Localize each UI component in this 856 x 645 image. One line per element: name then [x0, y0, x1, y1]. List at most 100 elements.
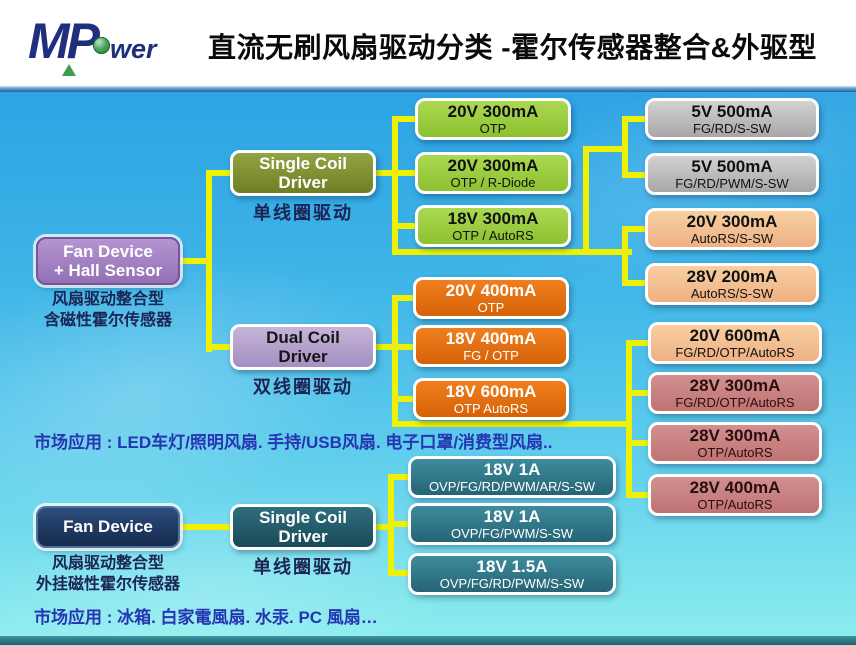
root-caption-line1: 风扇驱动整合型 — [51, 555, 164, 572]
driver-box-single-coil-bottom: Single Coil Driver — [230, 504, 376, 550]
driver-line2: Driver — [278, 173, 328, 192]
part-box-orange-3: 18V 600mA OTP AutoRS — [413, 378, 569, 420]
connector-line — [626, 340, 648, 346]
variant-box-peach-2: 28V 200mA AutoRS/S-SW — [645, 263, 819, 305]
part-title: 28V 300mA — [689, 375, 781, 395]
part-box-green-2: 20V 300mA OTP / R-Diode — [415, 152, 571, 194]
connector-line — [626, 440, 648, 446]
part-title: 5V 500mA — [691, 101, 773, 121]
part-sub: OVP/FG/RD/PWM/AR/S-SW — [428, 478, 596, 494]
connector-line — [392, 344, 413, 350]
part-title: 18V 1A — [483, 506, 541, 526]
driver-line1: Single Coil — [259, 153, 347, 173]
connector-line — [388, 570, 408, 576]
connector-line — [206, 170, 232, 176]
connector-line — [583, 146, 628, 152]
connector-line — [392, 116, 398, 255]
variant-box-rose-2: 28V 300mA OTP/AutoRS — [648, 422, 822, 464]
page-title: 直流无刷风扇驱动分类 -霍尔传感器整合&外驱型 — [208, 32, 817, 63]
connector-line — [388, 474, 408, 480]
part-title: 28V 300mA — [689, 425, 781, 445]
part-sub: OTP — [477, 299, 505, 315]
part-box-green-1: 20V 300mA OTP — [415, 98, 571, 140]
connector-line — [392, 295, 398, 427]
connector-line — [376, 344, 398, 350]
part-title: 5V 500mA — [691, 156, 773, 176]
root-caption-bottom: 风扇驱动整合型 外挂磁性霍尔传感器 — [12, 554, 204, 596]
part-box-green-3: 18V 300mA OTP / AutoRS — [415, 205, 571, 247]
root-caption-line2: 含磁性霍尔传感器 — [43, 311, 172, 329]
connector-line — [376, 524, 392, 530]
part-sub: OVP/FG/RD/PWM/S-SW — [439, 575, 585, 591]
part-sub: FG/RD/OTP/AutoRS — [675, 344, 795, 360]
connector-line — [392, 421, 632, 427]
single-coil-caption-top: 单线圈驱动 — [253, 203, 353, 223]
part-box-teal-3: 18V 1.5A OVP/FG/RD/PWM/S-SW — [408, 553, 616, 595]
logo-wer-text: wer — [110, 34, 157, 64]
connector-line — [392, 396, 413, 402]
part-title: 28V 400mA — [689, 477, 781, 497]
variant-box-peach-3: 20V 600mA FG/RD/OTP/AutoRS — [648, 322, 822, 364]
connector-line — [626, 340, 632, 498]
variant-box-rose-1: 28V 300mA FG/RD/OTP/AutoRS — [648, 372, 822, 414]
connector-line — [622, 280, 648, 286]
part-sub: FG/RD/S-SW — [693, 120, 771, 136]
dual-coil-caption: 双线圈驱动 — [253, 377, 353, 397]
driver-line1: Dual Coil — [266, 327, 340, 347]
part-sub: FG/RD/OTP/AutoRS — [675, 394, 795, 410]
part-title: 18V 1A — [483, 459, 541, 479]
root-box-line2: + Hall Sensor — [53, 261, 163, 280]
root-caption: 风扇驱动整合型 含磁性霍尔传感器 — [16, 290, 200, 332]
variant-box-rose-3: 28V 400mA OTP/AutoRS — [648, 474, 822, 516]
driver-line2: Driver — [278, 347, 328, 366]
part-title: 20V 300mA — [447, 155, 539, 175]
market-applications-bottom: 市场应用 : 冰箱. 白家電風扇. 水汞. PC 風扇… — [34, 608, 378, 627]
connector-line — [180, 524, 230, 530]
root-box-line1: Fan Device — [63, 241, 153, 261]
part-title: 20V 600mA — [689, 325, 781, 345]
root-caption-line2: 外挂磁性霍尔传感器 — [35, 575, 180, 593]
part-box-orange-2: 18V 400mA FG / OTP — [413, 325, 569, 367]
part-box-teal-2: 18V 1A OVP/FG/PWM/S-SW — [408, 503, 616, 545]
part-sub: AutoRS/S-SW — [690, 230, 774, 246]
root-caption-line1: 风扇驱动整合型 — [51, 291, 164, 308]
part-sub: AutoRS/S-SW — [690, 285, 774, 301]
part-title: 28V 200mA — [686, 266, 778, 286]
connector-line — [392, 223, 415, 229]
connector-line — [376, 170, 398, 176]
part-title: 20V 400mA — [445, 280, 537, 300]
connector-line — [622, 226, 648, 232]
connector-line — [206, 170, 212, 352]
logo-mp-text: MP — [28, 13, 100, 69]
part-sub: OTP — [479, 120, 507, 136]
part-sub: OTP/AutoRS — [697, 444, 773, 460]
connector-line — [392, 249, 632, 255]
part-box-teal-1: 18V 1A OVP/FG/RD/PWM/AR/S-SW — [408, 456, 616, 498]
single-coil-caption-bottom: 单线圈驱动 — [253, 557, 353, 577]
variant-box-gray-2: 5V 500mA FG/RD/PWM/S-SW — [645, 153, 819, 195]
header: MP wer 直流无刷风扇驱动分类 -霍尔传感器整合&外驱型 — [0, 0, 856, 86]
part-sub: FG/RD/PWM/S-SW — [675, 175, 789, 191]
driver-line2: Driver — [278, 527, 328, 546]
part-sub: FG / OTP — [463, 347, 519, 363]
root-box-fan-device: Fan Device — [36, 506, 180, 548]
variant-box-gray-1: 5V 500mA FG/RD/S-SW — [645, 98, 819, 140]
connector-line — [392, 170, 415, 176]
connector-line — [392, 295, 413, 301]
connector-line — [626, 492, 648, 498]
connector-line — [583, 146, 589, 255]
part-sub: OTP AutoRS — [453, 400, 529, 416]
mpower-logo: MP wer — [28, 12, 157, 76]
part-title: 18V 400mA — [445, 328, 537, 348]
part-title: 18V 300mA — [447, 208, 539, 228]
connector-line — [392, 116, 415, 122]
connector-line — [622, 116, 645, 122]
part-title: 18V 600mA — [445, 381, 537, 401]
part-title: 20V 300mA — [447, 101, 539, 121]
connector-line — [206, 344, 232, 350]
root-box-fan-hall-sensor: Fan Device + Hall Sensor — [36, 237, 180, 285]
driver-box-dual-coil: Dual Coil Driver — [230, 324, 376, 370]
part-title: 18V 1.5A — [476, 556, 548, 576]
logo-triangle-icon — [62, 64, 76, 76]
